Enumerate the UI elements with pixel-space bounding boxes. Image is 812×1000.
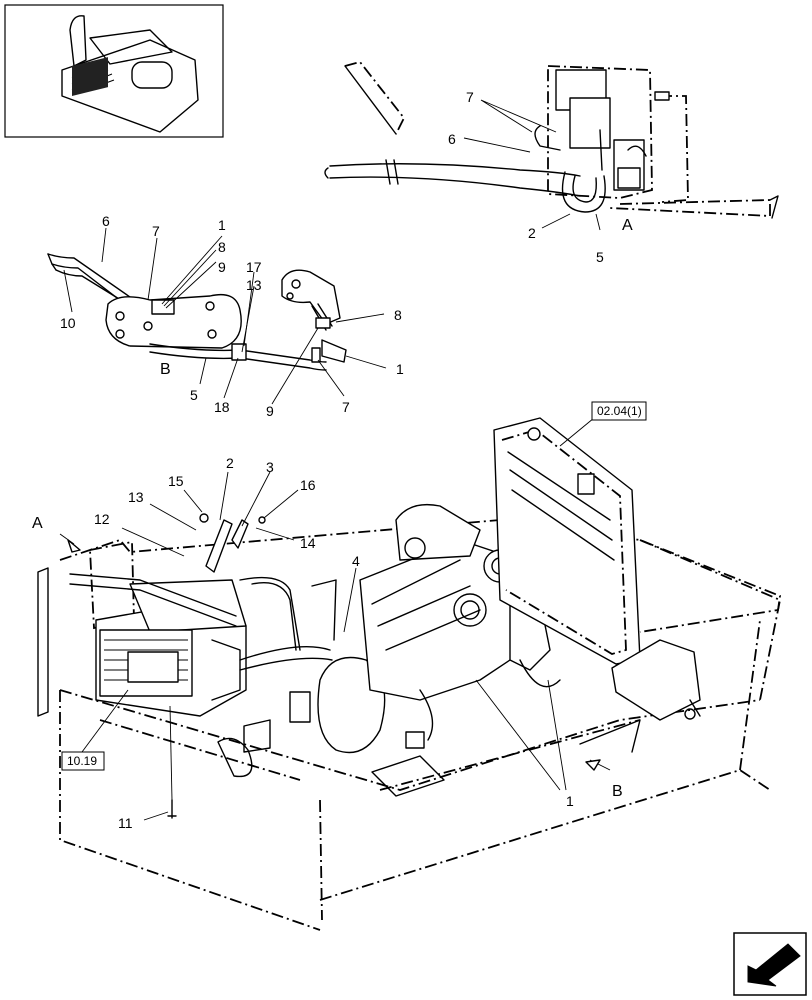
callout-label: 16: [300, 477, 316, 493]
detail-b-view: [47, 253, 347, 371]
callout-label: 2: [226, 455, 234, 471]
view-label-b: B: [160, 361, 171, 378]
reference-label: 02.04(1): [597, 404, 642, 418]
next-page-arrow-icon[interactable]: [733, 932, 807, 996]
callout-label: 8: [394, 307, 402, 323]
callout-label: 1: [218, 217, 226, 233]
callout-label: 7: [466, 89, 474, 105]
callout-label: 9: [266, 403, 274, 419]
callout-label: 17: [246, 259, 262, 275]
callout-label: 6: [448, 131, 456, 147]
reference-label: 10.19: [67, 754, 97, 768]
callout-label: 7: [342, 399, 350, 415]
reference-box-radiator[interactable]: 02.04(1): [591, 401, 647, 421]
callout-label: 1: [396, 361, 404, 377]
view-direction-arrows: [67, 513, 601, 819]
callout-label: 1: [566, 793, 574, 809]
callout-label: 8: [218, 239, 226, 255]
callout-label: 13: [128, 489, 144, 505]
view-label-b: B: [612, 783, 623, 800]
leader-lines: [59, 99, 611, 821]
reference-box-heater[interactable]: 10.19: [61, 751, 105, 771]
main-assembly-view: [37, 417, 782, 931]
callout-label: 11: [118, 815, 133, 831]
callout-label: 10: [60, 315, 76, 331]
callout-label: 5: [596, 249, 604, 265]
callout-label: 3: [266, 459, 274, 475]
callout-label: 13: [246, 277, 262, 293]
callout-label: 18: [214, 399, 230, 415]
view-label-a: A: [32, 515, 43, 532]
callout-label: 5: [190, 387, 198, 403]
callout-label: 4: [352, 553, 360, 569]
callout-label: 6: [102, 213, 110, 229]
view-label-a: A: [622, 217, 633, 234]
callout-label: 15: [168, 473, 184, 489]
callout-label: 12: [94, 511, 110, 527]
callouts-main-view: 2 3 15 16 13 12 14 4 11 1 A B: [32, 455, 623, 831]
machine-thumbnail-icon: [4, 4, 224, 138]
callout-label: 9: [218, 259, 226, 275]
callout-label: 14: [300, 535, 316, 551]
callouts-mid-view: 6 7 1 8 9 17 13 10 8 1 5 18 9 7 B: [60, 213, 404, 419]
callout-label: 7: [152, 223, 160, 239]
detail-a-view: [324, 60, 779, 219]
callouts-top-view: 7 6 2 5 A: [448, 89, 633, 265]
callout-label: 2: [528, 225, 536, 241]
